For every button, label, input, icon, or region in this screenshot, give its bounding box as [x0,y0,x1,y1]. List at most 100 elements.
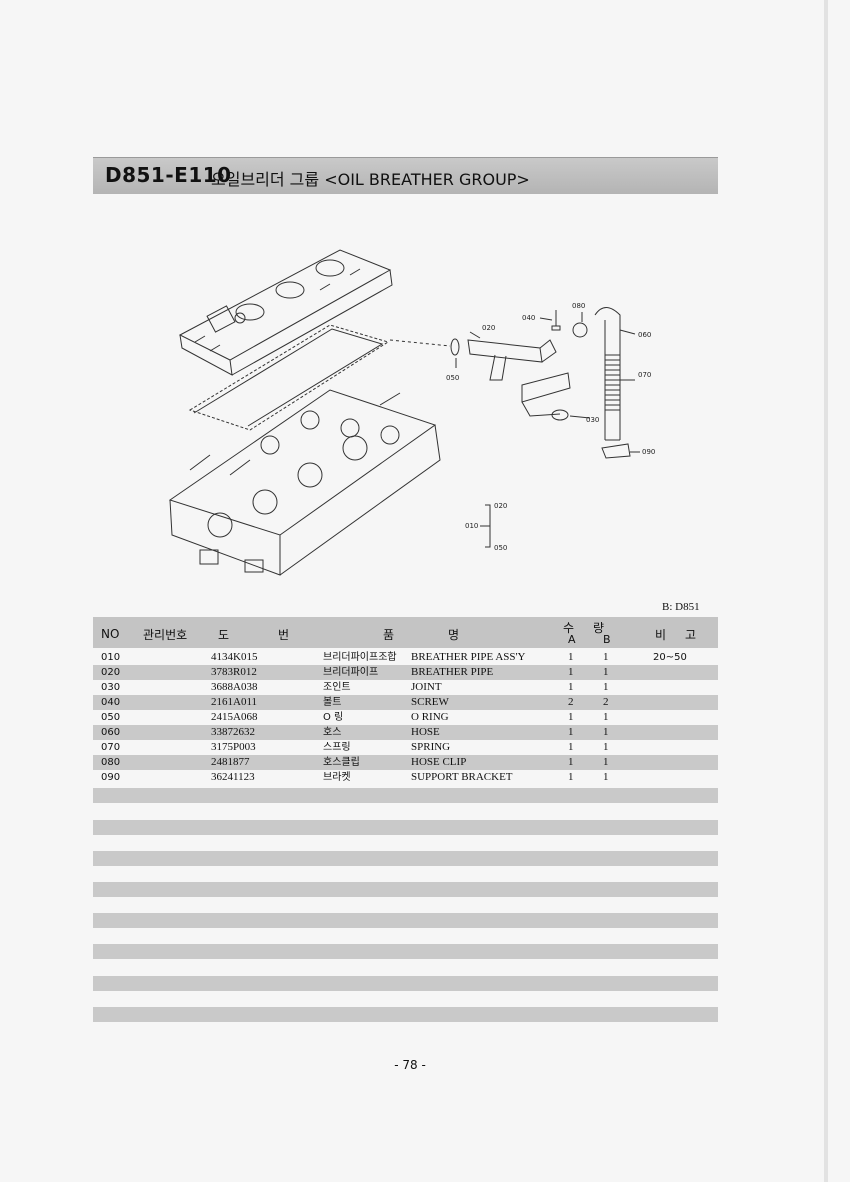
row-qty-b: 1 [603,771,609,783]
row-part-number: 2481877 [211,756,250,768]
row-part-number: 3783R012 [211,666,257,678]
row-name-english: BREATHER PIPE ASS'Y [411,651,526,663]
row-qty-b: 1 [603,741,609,753]
callout-060: 060 [638,331,651,339]
callout-090: 090 [642,448,655,456]
row-no: 010 [101,652,121,663]
row-no: 020 [101,667,121,678]
header-qty-2: 량 [593,621,605,635]
row-part-number: 2161A011 [211,696,258,708]
table-row: 030 3688A038 조인트 JOINT 1 1 [93,680,718,695]
empty-table-band [93,788,718,803]
empty-table-band [93,820,718,835]
row-name-korean: 볼트 [323,697,342,708]
row-qty-a: 1 [568,771,574,783]
callout-050: 050 [446,374,459,382]
header-remarks-2: 고 [685,628,697,642]
valve-cover-drawing [178,249,393,376]
row-no: 070 [101,742,121,753]
callout-020-sub: 020 [494,502,507,510]
row-name-english: BREATHER PIPE [411,666,494,678]
gasket-drawing [188,324,390,431]
header-drawing-2: 번 [278,628,290,642]
row-qty-a: 1 [568,741,574,753]
row-part-number: 36241123 [211,771,255,783]
header-name-2: 명 [448,628,460,642]
callout-030: 030 [586,416,599,424]
row-qty-a: 1 [568,681,574,693]
callout-050-sub: 050 [494,544,507,552]
row-name-english: SCREW [411,696,449,708]
header-drawing-1: 도 [218,628,230,642]
row-qty-b: 1 [603,756,609,768]
row-qty-b: 1 [603,666,609,678]
row-qty-a: 2 [568,696,574,708]
row-qty-b: 1 [603,651,609,663]
table-row: 060 33872632 호스 HOSE 1 1 [93,725,718,740]
row-qty-b: 2 [603,696,609,708]
model-note: B: D851 [662,601,700,613]
row-no: 090 [101,772,121,783]
empty-table-band [93,944,718,959]
section-code: D851-E110 [105,163,232,187]
row-part-number: 33872632 [211,726,255,738]
row-qty-a: 1 [568,756,574,768]
section-header: D851-E110 오일브리더 그룹 <OIL BREATHER GROUP> [93,157,718,194]
row-name-korean: 브리더파이프 [323,667,379,678]
row-name-english: HOSE CLIP [411,756,467,768]
empty-table-band [93,913,718,928]
page-edge [824,0,828,1182]
row-qty-b: 1 [603,726,609,738]
row-qty-b: 1 [603,681,609,693]
table-row: 070 3175P003 스프링 SPRING 1 1 [93,740,718,755]
row-no: 030 [101,682,121,693]
header-no: NO [101,627,120,641]
empty-table-band [93,882,718,897]
callout-040: 040 [522,314,535,322]
page-number: - 78 - [394,1058,426,1072]
row-no: 040 [101,697,121,708]
callout-010: 010 [465,522,478,530]
exploded-parts-diagram: 080 040 020 050 060 070 030 090 010 020 … [168,249,655,576]
row-name-korean: 스프링 [323,742,351,753]
table-row: 090 36241123 브라켓 SUPPORT BRACKET 1 1 [93,770,718,785]
header-qty-1: 수 [563,621,575,635]
row-part-number: 3175P003 [211,741,256,753]
empty-table-band [93,851,718,866]
table-row: 080 2481877 호스클립 HOSE CLIP 1 1 [93,755,718,770]
callout-020: 020 [482,324,495,332]
row-name-english: SUPPORT BRACKET [411,771,513,783]
empty-table-band [93,1007,718,1022]
row-no: 080 [101,757,121,768]
row-qty-a: 1 [568,711,574,723]
row-part-number: 3688A038 [211,681,258,693]
row-qty-a: 1 [568,726,574,738]
row-no: 050 [101,712,121,723]
table-row: 040 2161A011 볼트 SCREW 2 2 [93,695,718,710]
table-row: 020 3783R012 브리더파이프 BREATHER PIPE 1 1 [93,665,718,680]
row-name-korean: 브리더파이프조합 [323,652,397,663]
row-part-number: 2415A068 [211,711,258,723]
row-name-english: SPRING [411,741,451,753]
header-qty-b: B [603,633,611,646]
row-no: 060 [101,727,121,738]
row-name-korean: 조인트 [323,682,351,693]
row-name-korean: 브라켓 [323,772,351,783]
table-header: NO 관리번호 도 번 품 명 수 량 A B 비 고 [93,617,718,648]
breather-pipe-drawing [450,307,631,459]
row-name-english: JOINT [411,681,442,693]
empty-table-band [93,976,718,991]
row-remark: 20~50 [653,652,687,663]
header-qty-a: A [568,633,576,646]
row-name-english: HOSE [411,726,440,738]
callout-080: 080 [572,302,585,310]
header-remarks-1: 비 [655,628,667,642]
section-title: 오일브리더 그룹 <OIL BREATHER GROUP> [211,170,530,189]
row-qty-a: 1 [568,666,574,678]
header-name-1: 품 [383,628,395,642]
header-mgmt-number: 관리번호 [143,628,188,642]
row-name-korean: O 링 [323,712,344,723]
callout-070: 070 [638,371,651,379]
row-name-korean: 호스 [323,727,342,738]
row-name-korean: 호스클립 [323,757,360,768]
